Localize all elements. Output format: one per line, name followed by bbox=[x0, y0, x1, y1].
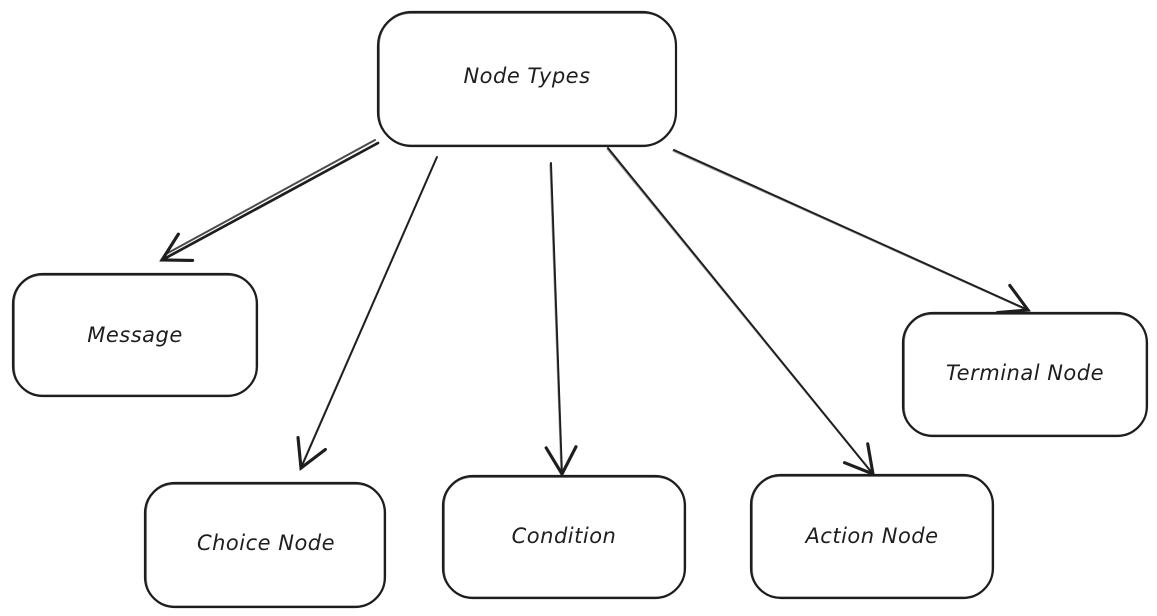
node-label-node-types: Node Types bbox=[463, 64, 590, 88]
node-message[interactable]: Message bbox=[11, 272, 259, 398]
node-label-choice-node: Choice Node bbox=[197, 531, 335, 555]
edge-nodetypes-to-terminalnode[interactable] bbox=[672, 149, 1031, 315]
edge-nodetypes-to-choicenode[interactable] bbox=[296, 156, 438, 471]
node-choice-node[interactable]: Choice Node bbox=[143, 481, 387, 609]
node-label-terminal-node: Terminal Node bbox=[946, 361, 1104, 385]
edge-nodetypes-to-actionnode[interactable] bbox=[606, 147, 876, 477]
node-label-condition: Condition bbox=[512, 524, 617, 548]
node-condition[interactable]: Condition bbox=[441, 474, 687, 600]
node-node-types[interactable]: Node Types bbox=[376, 10, 678, 148]
edge-nodetypes-to-condition[interactable] bbox=[544, 162, 578, 478]
node-action-node[interactable]: Action Node bbox=[749, 473, 995, 600]
node-terminal-node[interactable]: Terminal Node bbox=[901, 311, 1149, 438]
edge-nodetypes-to-message[interactable] bbox=[159, 139, 380, 262]
node-label-message: Message bbox=[87, 323, 183, 347]
node-label-action-node: Action Node bbox=[803, 524, 938, 548]
